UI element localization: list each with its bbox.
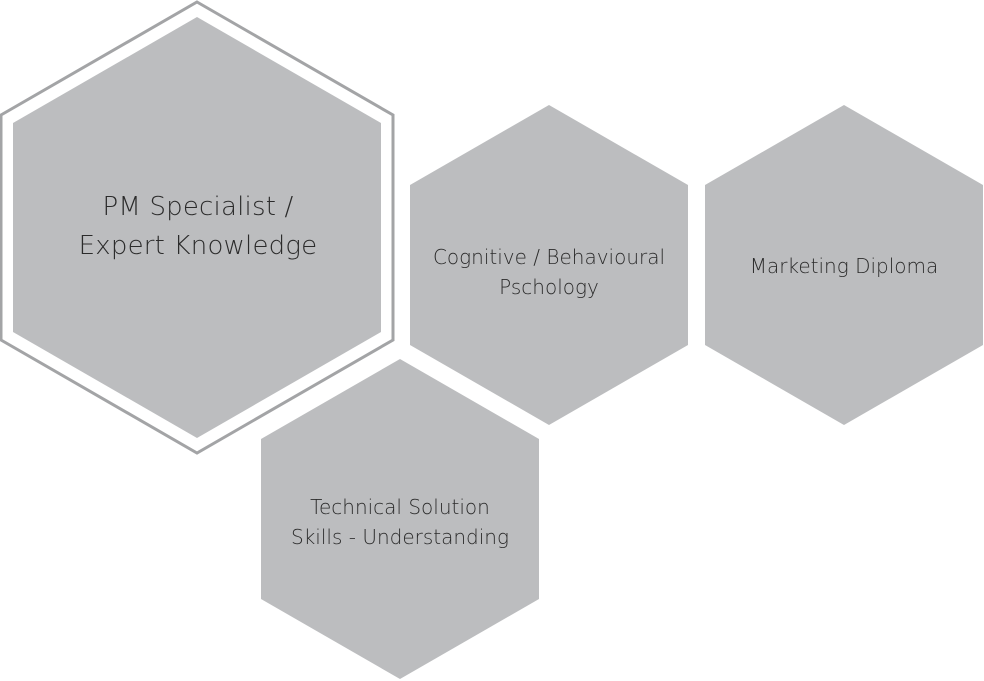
technical-hexagon [261,359,539,679]
technical-label: Technical Solution Skills - Understandin… [261,492,539,552]
technical-label-line-2: Skills - Understanding [291,525,509,549]
cognitive-hexagon [410,105,688,425]
pm-specialist-label-line-1: PM Specialist / [102,192,294,222]
marketing-label-line-1: Marketing Diploma [749,254,939,278]
pm-specialist-label-line-2: Expert Knowledge [78,231,318,261]
technical-label-line-1: Technical Solution [310,495,490,519]
marketing-hexagon [705,105,983,425]
cognitive-label-line-2: Pschology [499,275,599,299]
cognitive-label-line-1: Cognitive / Behavioural [432,245,666,269]
cognitive-label: Cognitive / Behavioural Pschology [410,242,688,302]
pm-specialist-label: PM Specialist / Expert Knowledge [42,188,354,266]
pm-specialist-hexagon [13,17,381,438]
marketing-label: Marketing Diploma [705,251,983,281]
pm-specialist-outline [0,0,395,455]
